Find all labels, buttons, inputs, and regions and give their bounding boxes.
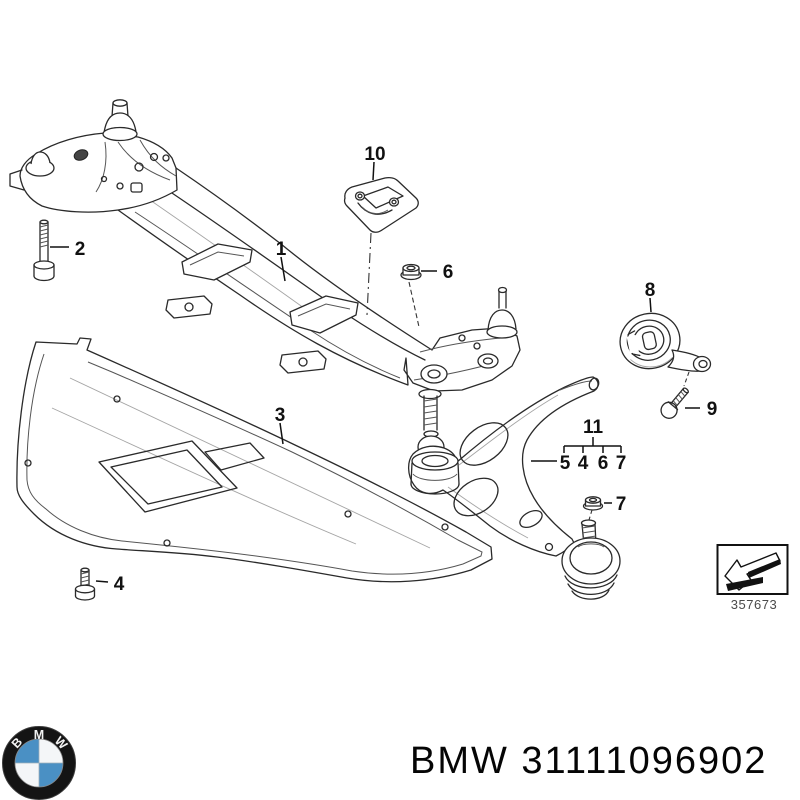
bump-stop-right bbox=[486, 286, 518, 339]
variant-callout-5: 5 bbox=[560, 453, 571, 474]
callout-10: 10 bbox=[364, 144, 385, 165]
callout-3: 3 bbox=[275, 405, 286, 426]
control-arm-inner-mount bbox=[410, 451, 460, 495]
callout-8: 8 bbox=[645, 280, 656, 301]
bolt-9 bbox=[660, 387, 689, 419]
variant-callout-4: 4 bbox=[578, 453, 589, 474]
mounting-bracket-part bbox=[343, 176, 419, 233]
leader-4-line bbox=[95, 580, 109, 583]
callout-4: 4 bbox=[114, 574, 125, 595]
bump-stop-left bbox=[102, 99, 138, 142]
ball-joint bbox=[561, 519, 621, 600]
variant-bracket-lines bbox=[563, 437, 622, 453]
leader-1-line bbox=[280, 256, 286, 282]
callout-1: 1 bbox=[276, 239, 287, 260]
prev-diagram-arrow-icon bbox=[724, 552, 781, 591]
control-arm-part bbox=[407, 376, 621, 600]
nut-6 bbox=[400, 263, 422, 281]
assembly-guide-lines bbox=[366, 232, 690, 521]
callout-2: 2 bbox=[75, 239, 86, 260]
part-number-text: BMW 31111096902 bbox=[410, 740, 767, 782]
callout-leader-lines bbox=[50, 161, 700, 583]
variant-callout-6: 6 bbox=[598, 453, 609, 474]
front-axle-support-part bbox=[9, 99, 521, 459]
rubber-bushing-part bbox=[619, 312, 681, 370]
callout-6: 6 bbox=[443, 262, 454, 283]
bmw-logo-letter-m: M bbox=[34, 728, 44, 742]
bolt-2 bbox=[33, 219, 55, 282]
variant-callout-7: 7 bbox=[616, 453, 627, 474]
bolt-4 bbox=[74, 567, 96, 601]
diagram-ref-label: 357673 bbox=[731, 597, 777, 612]
callout-9: 9 bbox=[707, 399, 718, 420]
leader-8-line bbox=[649, 297, 652, 313]
leader-3-line bbox=[279, 422, 284, 445]
skid-plate-part bbox=[16, 337, 493, 583]
callout-labels: 1 2 3 4 6 7 8 9 10 11 5 4 6 7 bbox=[75, 144, 718, 595]
rubber-bushing-arm bbox=[667, 349, 712, 373]
leader-10-line bbox=[372, 161, 375, 181]
callout-11: 11 bbox=[583, 417, 604, 438]
nut-7 bbox=[582, 496, 604, 511]
callout-7: 7 bbox=[616, 494, 627, 515]
bmw-logo-icon: B M W bbox=[2, 726, 76, 800]
diagram-ref-box: 357673 bbox=[716, 544, 789, 612]
